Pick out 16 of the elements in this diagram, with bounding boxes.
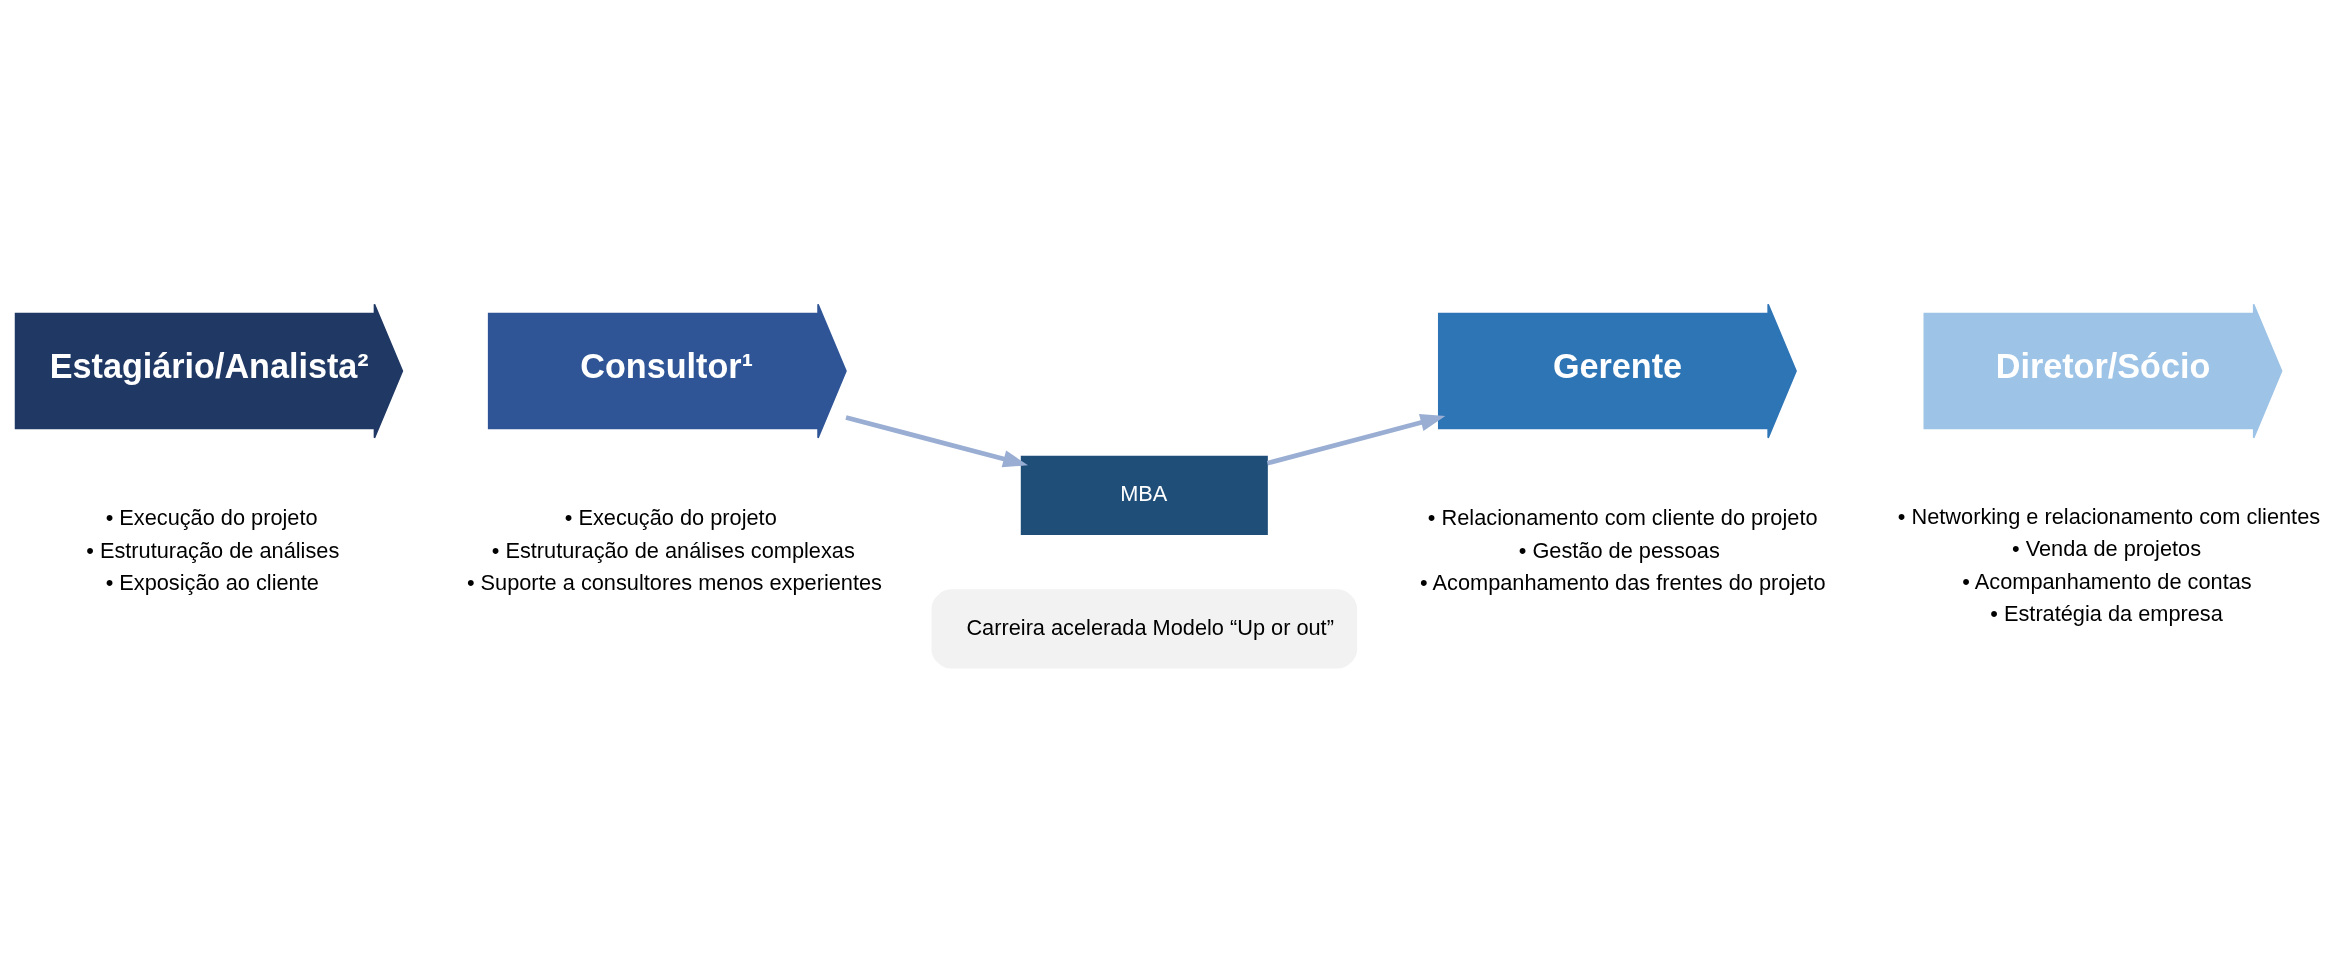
node-label: • Execução do projeto [564,504,777,530]
node-box: MBA [1020,455,1268,535]
node-label: • Relacionamento com cliente do projeto [1427,504,1818,530]
node-label: • Estruturação de análises complexas [491,537,855,563]
node-label: • Estruturação de análises [86,537,340,563]
node-label: • Suporte a consultores menos experientes [466,569,882,595]
arrow [1266,413,1446,465]
node-label: • Exposição ao cliente [105,569,319,595]
node-label: • Networking e relacionamento com clientes [1897,503,2321,529]
node-label: • Execução do projeto [105,504,318,530]
node-label: • Venda de projetos [2012,535,2202,561]
node-label: • Acompanhamento de contas [1962,568,2252,594]
arrow [845,414,1028,467]
node-label: • Acompanhamento das frentes do projeto [1420,569,1826,595]
node-label: • Gestão de pessoas [1518,537,1720,563]
node-label: • Estratégia da empresa [1990,600,2223,626]
